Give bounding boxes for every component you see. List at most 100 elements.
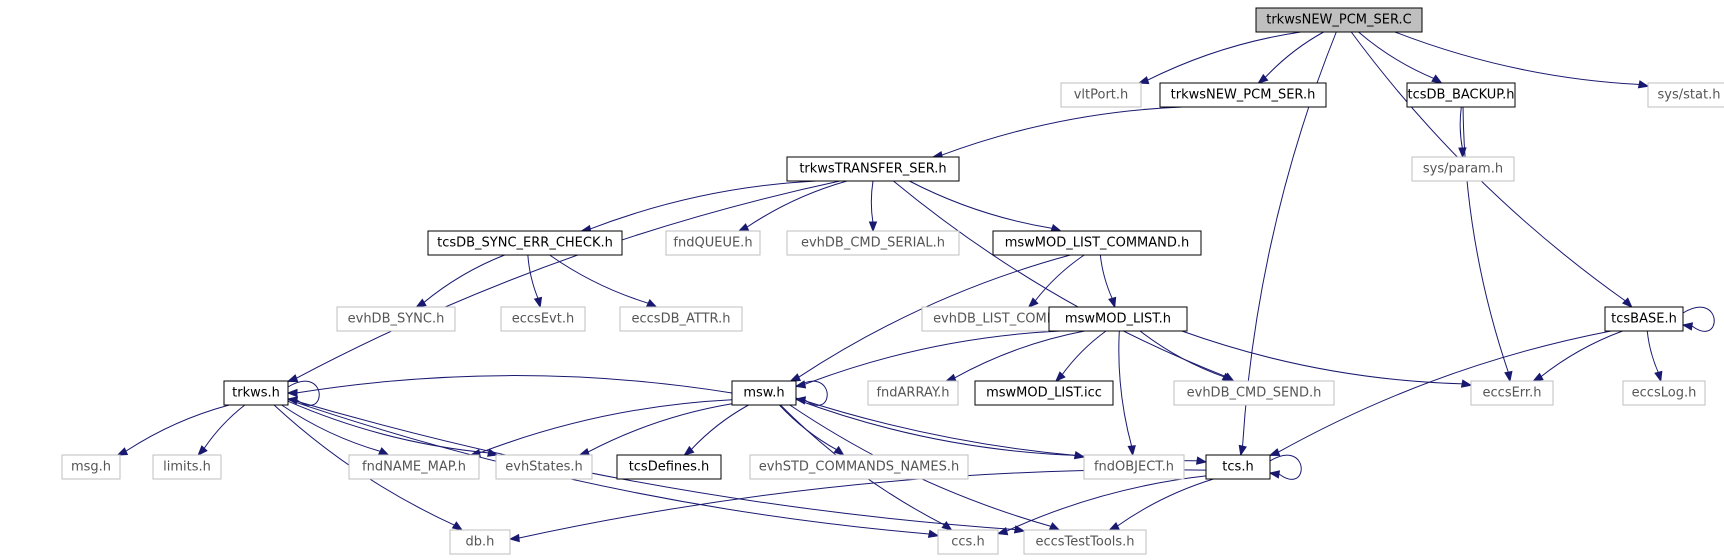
edge-line [203,404,246,450]
node-fndqueue[interactable]: fndQUEUE.h [665,230,761,256]
node-db[interactable]: db.h [449,529,511,555]
node-attr[interactable]: eccsDB_ATTR.h [619,306,743,332]
node-label: vltPort.h [1074,88,1129,103]
arrowhead-icon [377,447,390,456]
node-label: fndOBJECT.h [1094,460,1174,475]
node-eccsevt[interactable]: eccsEvt.h [500,306,586,332]
arrowhead-icon [1654,370,1663,383]
edge-root-to-backup [1358,31,1443,84]
edge-line [422,254,505,304]
node-newpcmh[interactable]: trkwsNEW_PCM_SER.h [1159,82,1327,108]
edge-backup-to-eccserr [1462,106,1513,383]
node-trkws[interactable]: trkws.h [223,380,289,406]
node-listcmd[interactable]: mswMOD_LIST_COMMAND.h [992,230,1202,256]
node-fndobject[interactable]: fndOBJECT.h [1083,454,1185,480]
edge-line [1118,330,1133,448]
node-label: limits.h [163,460,211,475]
node-tcsbase[interactable]: tcsBASE.h [1604,306,1684,332]
edge-line [1146,31,1301,82]
node-box [500,306,586,332]
edge-line [589,180,817,230]
node-box [619,306,743,332]
node-label: tcsDB_BACKUP.h [1408,88,1515,103]
node-msw[interactable]: msw.h [731,380,797,406]
edge-line [1540,330,1623,378]
edge-line [795,397,1199,462]
node-eccserr[interactable]: eccsErr.h [1470,380,1554,406]
node-syncerr[interactable]: tcsDB_SYNC_ERR_CHECK.h [427,230,623,256]
node-box [1604,306,1684,332]
node-msg[interactable]: msg.h [61,454,121,480]
edge-line [527,254,539,300]
node-testtools[interactable]: eccsTestTools.h [1023,529,1147,555]
arrowhead-icon [1048,522,1061,531]
node-ccs[interactable]: ccs.h [937,529,999,555]
arrowhead-icon [508,533,520,543]
node-label: evhDB_CMD_SERIAL.h [801,236,945,251]
node-sync[interactable]: evhDB_SYNC.h [336,306,456,332]
arrowhead-icon [1013,525,1026,534]
edge-line [893,180,1227,378]
node-transfer[interactable]: trkwsTRANSFER_SER.h [786,156,960,182]
arrowhead-icon [1221,372,1234,382]
arrowhead-icon [789,373,802,382]
node-box [731,380,797,406]
node-box [1159,82,1327,108]
edge-line [1269,454,1302,480]
node-tcsdefines[interactable]: tcsDefines.h [616,454,722,480]
node-tcs[interactable]: tcs.h [1205,454,1271,480]
node-box [749,454,969,480]
node-box [1173,380,1335,406]
edge-syncerr-to-eccsevt [527,254,543,309]
node-label: db.h [466,535,495,550]
edge-listcmd-to-modlist [1099,254,1117,309]
edge-line [124,404,230,453]
node-modlist[interactable]: mswMOD_LIST.h [1048,306,1188,332]
arrowhead-icon [286,388,298,398]
edge-root-to-vltPort [1137,31,1301,85]
node-fndarray[interactable]: fndARRAY.h [867,380,959,406]
edge-line [1099,254,1114,300]
edge-line [1116,478,1214,527]
node-box [867,380,959,406]
node-box [1205,454,1271,480]
node-backup[interactable]: tcsDB_BACKUP.h [1406,82,1516,108]
arrowhead-icon [833,445,845,456]
edge-line [587,403,733,453]
node-label: eccsDB_ATTR.h [632,312,731,327]
edge-msw-to-trkws [286,375,733,398]
node-label: msg.h [71,460,111,475]
node-root[interactable]: trkwsNEW_PCM_SER.C [1255,7,1423,33]
edge-trkws-to-msg [116,404,230,456]
edge-root-to-stat [1394,31,1650,89]
node-namemap[interactable]: fndNAME_MAP.h [348,454,480,480]
node-box [1470,380,1554,406]
node-label: msw.h [743,386,784,401]
edge-transfer-to-fndqueue [737,180,848,232]
node-box [1048,306,1188,332]
edge-transfer-to-cmdserial [868,180,878,233]
arrowhead-icon [1137,76,1150,85]
edge-line [287,400,490,454]
edge-trkws-to-testtools [287,398,1026,534]
node-cmdsend[interactable]: evhDB_CMD_SEND.h [1173,380,1335,406]
node-modlisticc[interactable]: mswMOD_LIST.icc [974,380,1114,406]
node-param[interactable]: sys/param.h [1411,156,1515,182]
node-evhstates[interactable]: evhStates.h [495,454,593,480]
node-vltPort[interactable]: vltPort.h [1060,82,1142,108]
node-box [1406,82,1516,108]
arrowhead-icon [683,445,695,456]
node-limits[interactable]: limits.h [152,454,222,480]
node-stat[interactable]: sys/stat.h [1647,82,1724,108]
edge-msw-to-evhstates [578,403,733,456]
node-label: mswMOD_LIST.icc [986,386,1102,401]
node-box [61,454,121,480]
node-label: evhSTD_COMMANDS_NAMES.h [759,460,959,475]
node-cmdnames[interactable]: evhSTD_COMMANDS_NAMES.h [749,454,969,480]
node-eccslog[interactable]: eccsLog.h [1622,380,1706,406]
node-cmdserial[interactable]: evhDB_CMD_SERIAL.h [786,230,960,256]
node-box [937,529,999,555]
edge-listcmd-to-evhlistcmd [1027,254,1085,308]
edge-line [1682,306,1715,332]
node-box [1023,529,1147,555]
